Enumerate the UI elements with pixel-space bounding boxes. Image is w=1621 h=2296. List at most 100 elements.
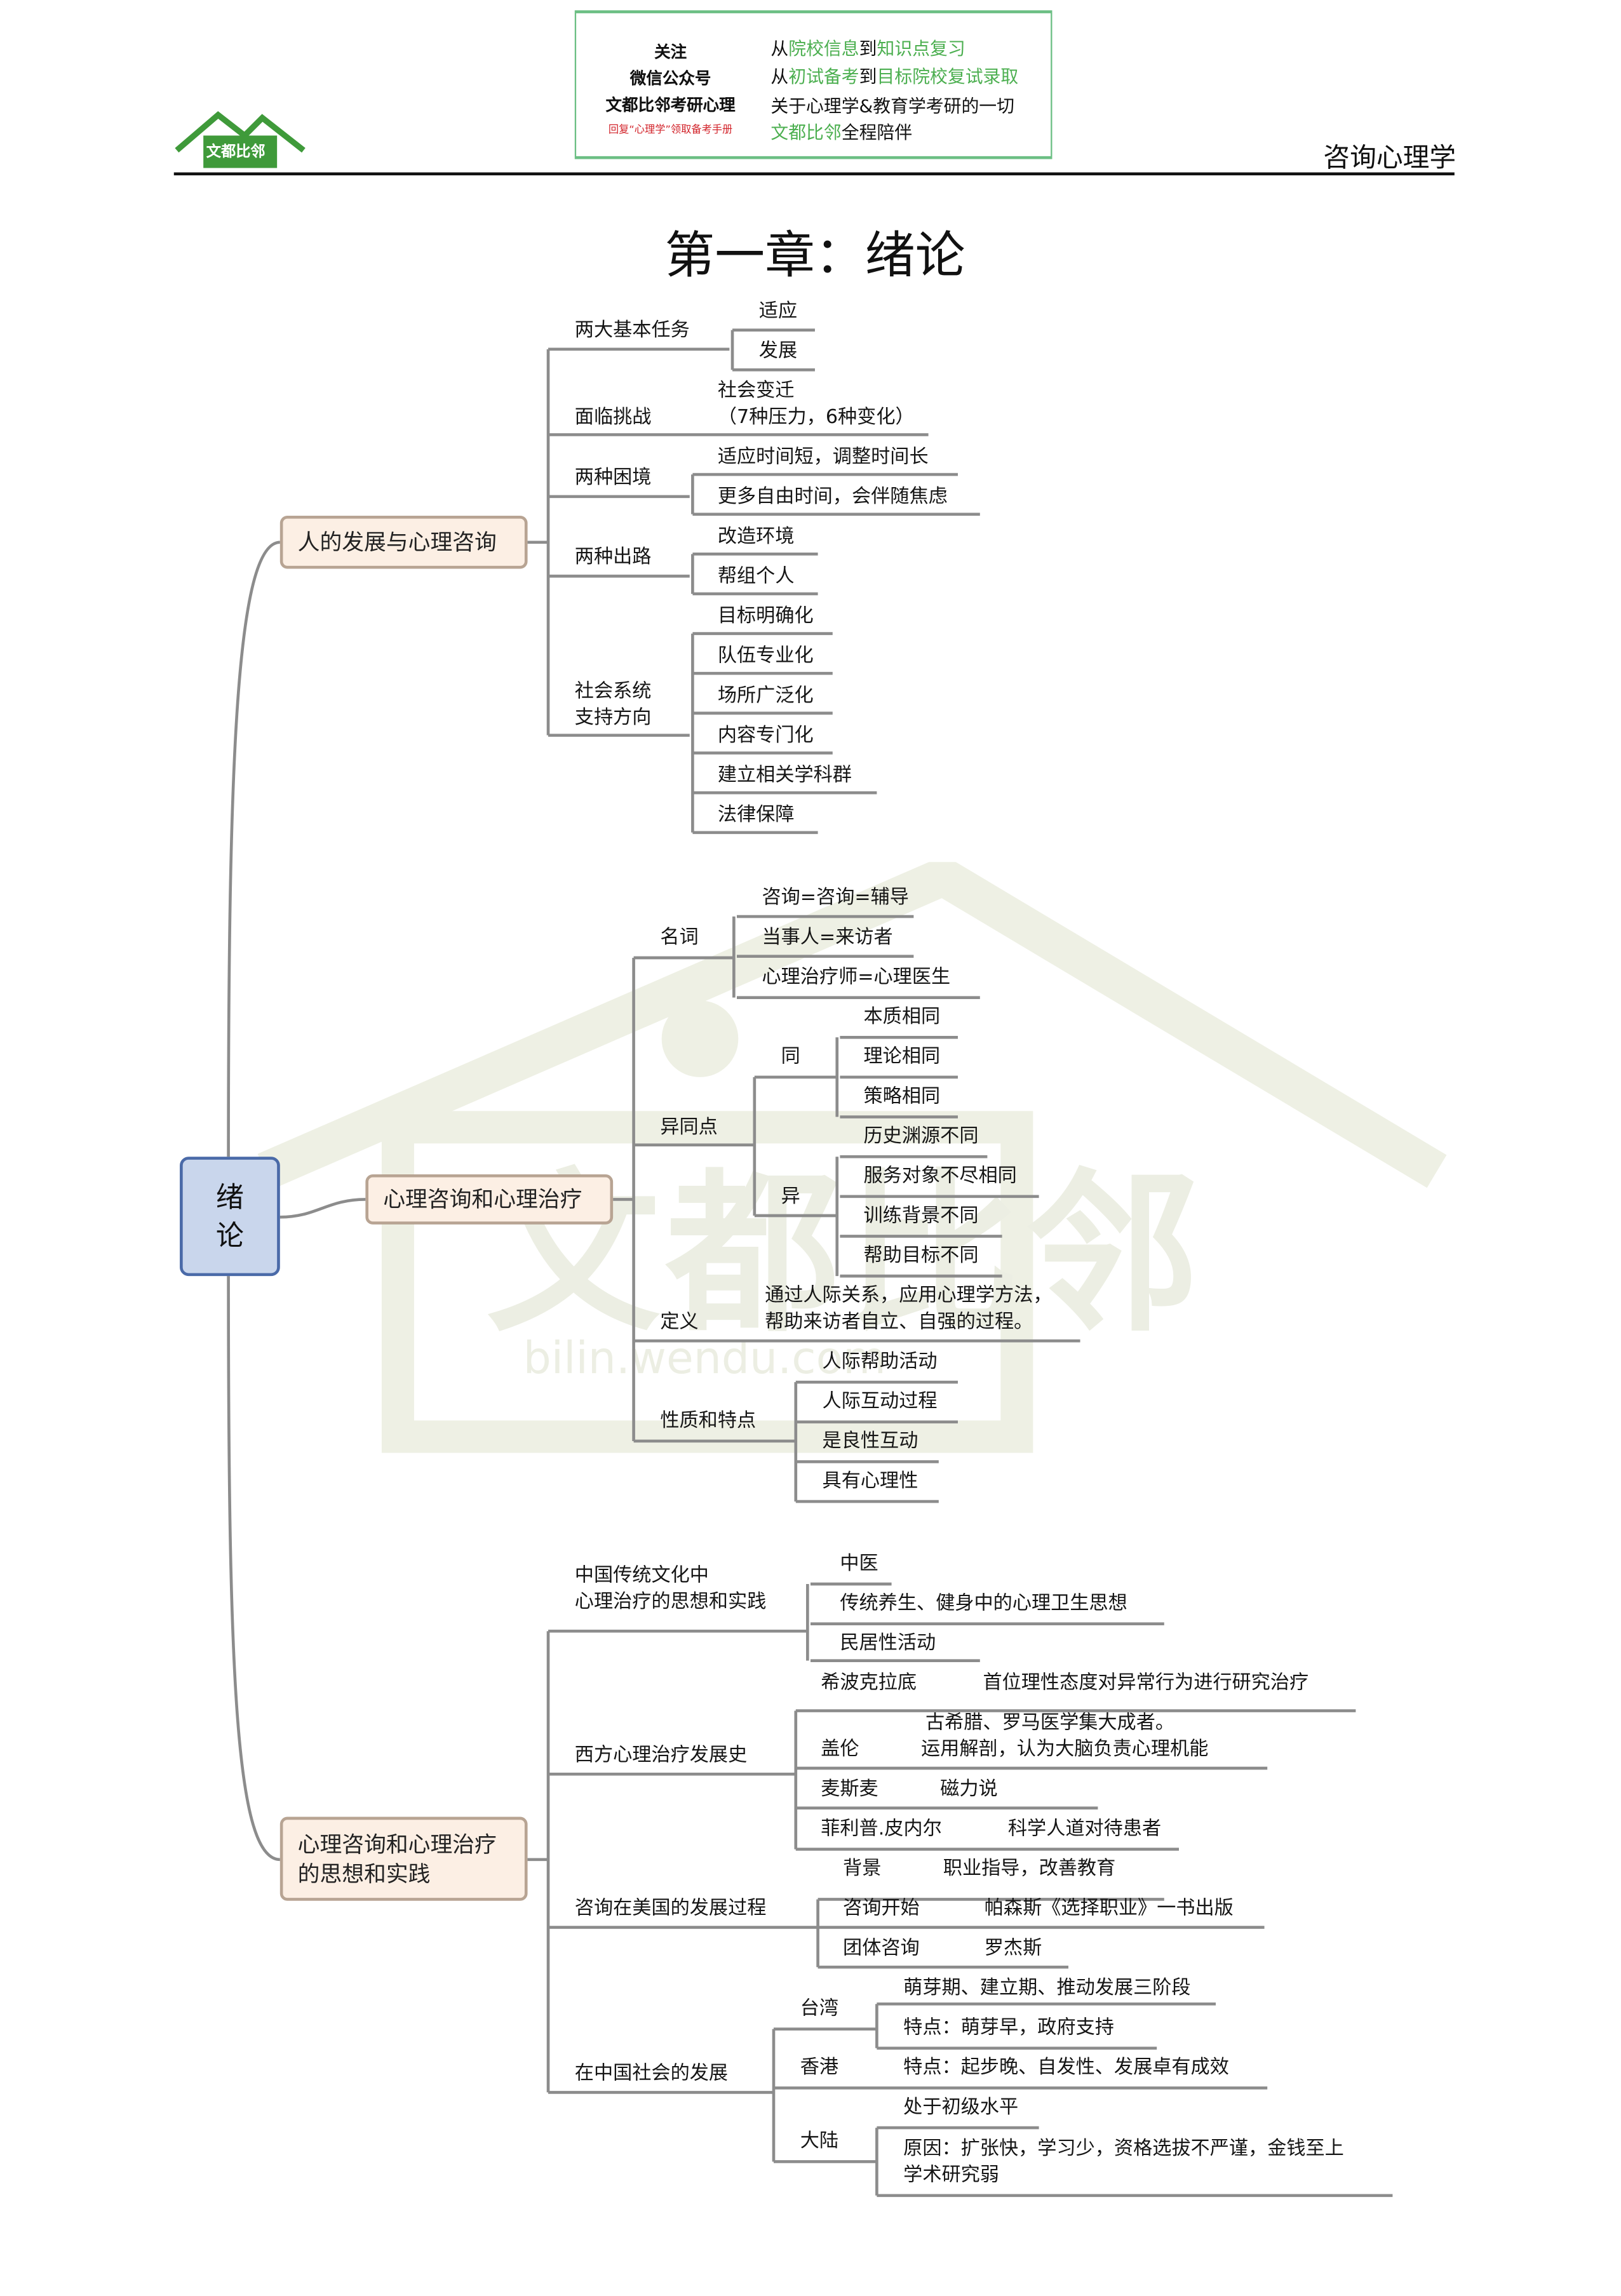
node-s3-hk: 香港 [800,2057,839,2079]
node-s2-nt2: 人际互动过程 [822,1391,938,1413]
node-s2-simdiff: 异同点 [660,1117,718,1139]
slogan-part: 目标院校复试录取 [877,66,1019,87]
node-s3-ml1: 处于初级水平 [903,2097,1019,2119]
watermark-roof [257,862,1447,1190]
promo-reply: 回复“心理学”领取备考手册 [608,123,733,136]
node-s3-mesmer_d: 磁力说 [940,1778,998,1801]
node-s2-df2: 服务对象不尽相同 [863,1165,1017,1188]
node-s3-west: 西方心理治疗发展史 [574,1744,748,1767]
node-s3-us: 咨询在美国的发展过程 [574,1898,767,1920]
subject-label: 咨询心理学 [1323,143,1456,174]
node-s3-ml2: 原因：扩张快，学习少，资格选拔不严谨，金钱至上 学术研究弱 [903,2138,1344,2187]
promo-box: 关注 微信公众号 文都比邻考研心理 回复“心理学”领取备考手册 从院校信息到知识… [574,10,1053,159]
node-s2-df1: 历史渊源不同 [863,1125,979,1148]
promo-account: 文都比邻考研心理 [605,95,736,115]
node-s2-df4: 帮助目标不同 [863,1245,979,1268]
node-s1-p1: 目标明确化 [717,605,814,628]
slogan-part: 知识点复习 [877,38,965,59]
node-s3-ml: 大陆 [800,2130,839,2153]
node-s3-mesmer: 麦斯麦 [821,1778,878,1801]
branch-human-development: 人的发展与心理咨询 [279,516,528,569]
node-s3-cn: 在中国社会的发展 [574,2063,729,2085]
node-s2-n1: 咨询=咨询=辅导 [762,887,909,910]
node-s1-d2: 更多自由时间，会伴随焦虑 [717,486,948,509]
slogan-part: 到 [859,66,877,87]
node-s3-start: 咨询开始 [843,1898,920,1920]
node-s1-d1: 适应时间短，调整时间长 [717,446,929,469]
node-s1-p2: 队伍专业化 [717,645,814,668]
node-s2-sm2: 理论相同 [863,1046,941,1068]
node-s1-p5: 建立相关学科群 [717,765,852,787]
root-connector [227,540,280,1157]
root-node: 绪 论 [180,1157,280,1277]
node-s3-folk: 民居性活动 [840,1632,936,1655]
node-s2-defn_t: 通过人际关系，应用心理学方法， 帮助来访者自立、自强的过程。 [765,1285,1053,1334]
node-s3-pinel: 菲利普.皮内尔 [821,1818,942,1841]
node-s1-adapt: 适应 [758,300,798,323]
slogan-part: 全程陪伴 [841,122,913,144]
branch-counseling-therapy: 心理咨询和心理治疗 [365,1174,614,1225]
node-s1-p4: 内容专门化 [717,725,814,748]
node-s2-sm3: 策略相同 [863,1085,941,1108]
node-s1-change: 社会变迁 （7种压力，6种变化） [717,380,915,429]
root-connector [227,1276,280,1862]
node-s3-tw: 台湾 [800,1997,839,2020]
slogan-part: 初试备考 [788,66,859,87]
promo-follow: 关注 [654,43,687,62]
node-s3-hippo: 希波克拉底 [821,1672,917,1695]
slogan-part: 从 [770,38,789,59]
node-s2-nt1: 人际帮助活动 [822,1351,938,1374]
watermark-logo [257,862,1447,1453]
node-s1-support: 社会系统 支持方向 [574,680,652,730]
node-s2-n3: 心理治疗师=心理医生 [762,966,951,989]
logo-text: 文都比邻 [206,144,266,161]
node-s1-develop: 发展 [758,340,798,363]
node-s2-diff: 异 [781,1186,800,1209]
node-s2-n2: 当事人=来访者 [762,927,893,950]
page-title: 第一章：绪论 [664,227,965,286]
node-s1-way: 两种出路 [574,546,652,569]
node-s2-sm1: 本质相同 [863,1006,941,1029]
watermark-bulb-icon [661,1000,739,1077]
node-s1-dilemma: 两种困境 [574,467,652,490]
slogan-part: 文都比邻 [770,122,842,144]
node-s3-group_d: 罗杰斯 [984,1937,1042,1960]
slogan-part: 到 [859,38,877,59]
node-s1-p3: 场所广泛化 [717,685,814,708]
node-s2-noun: 名词 [660,927,699,950]
house-logo-icon [175,111,306,168]
watermark-house [381,1111,1033,1453]
node-s3-hippo_d: 首位理性态度对异常行为进行研究治疗 [983,1672,1309,1695]
slogan-3: 关于心理学&教育学考研的一切 [770,93,1014,117]
node-s2-same: 同 [781,1046,800,1068]
node-s3-tcm: 中医 [840,1553,878,1576]
node-s1-p6: 法律保障 [717,804,795,827]
node-s3-galen: 盖伦 [821,1738,859,1761]
node-s3-hk_d: 特点：起步晚、自发性、发展卓有成效 [903,2057,1229,2079]
node-s3-china: 中国传统文化中 心理治疗的思想和实践 [574,1564,767,1614]
branch-ideas-practice: 心理咨询和心理治疗 的思想和实践 [279,1816,528,1901]
node-s1-tasks: 两大基本任务 [574,319,690,342]
slogan-part: 院校信息 [788,38,859,59]
node-s2-nt3: 是良性互动 [822,1430,918,1453]
node-s1-w2: 帮组个人 [717,565,795,588]
node-s2-df3: 训练背景不同 [863,1205,979,1228]
node-s2-nt4: 具有心理性 [822,1470,918,1493]
node-s3-group: 团体咨询 [843,1937,920,1960]
root-char-1: 绪 [215,1181,244,1214]
node-s3-bg: 背景 [843,1858,882,1881]
node-s3-tw1: 萌芽期、建立期、推动发展三阶段 [903,1977,1191,2000]
node-s2-defn: 定义 [660,1311,699,1334]
node-s3-start_d: 帕森斯《选择职业》一书出版 [984,1898,1234,1920]
slogan-2: 从初试备考到目标院校复试录取 [770,64,1018,88]
root-char-2: 论 [215,1219,244,1252]
root-connector [279,1198,366,1219]
node-s3-galen_d2: 运用解剖，认为大脑负责心理机能 [921,1738,1209,1761]
promo-wechat: 微信公众号 [629,69,711,89]
node-s3-pinel_d: 科学人道对待患者 [1007,1818,1162,1841]
node-s3-tw2: 特点：萌芽早，政府支持 [903,2017,1114,2039]
slogan-part: 从 [770,66,789,87]
brand-logo: 文都比邻 [174,109,307,177]
